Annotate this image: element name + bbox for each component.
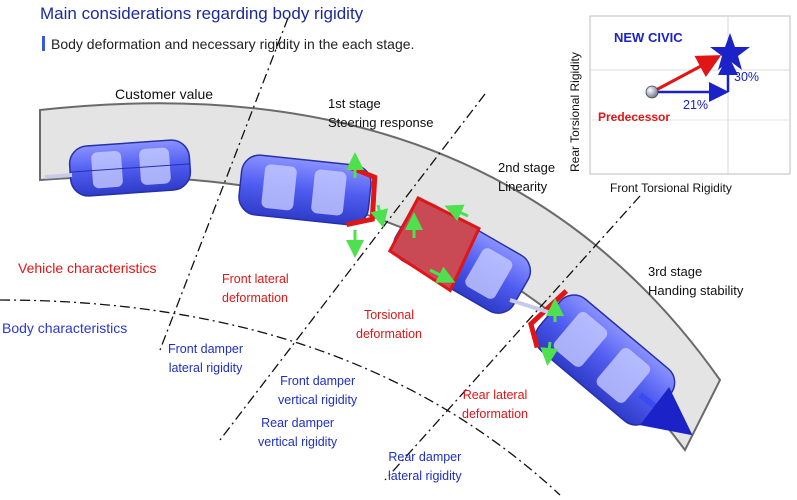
fdv-line-1: Front damper bbox=[278, 372, 357, 391]
rear-lateral-line-1: Rear lateral bbox=[462, 386, 528, 405]
stage-2-label: 2nd stage Linearity bbox=[498, 158, 555, 196]
stage-3-name: 3rd stage bbox=[648, 262, 743, 281]
subtitle-bar bbox=[42, 36, 45, 51]
stage-1-label: 1st stage Steering response bbox=[328, 94, 434, 132]
x-axis-label: Front Torsional Rigidity bbox=[610, 181, 732, 195]
stage-1-desc: Steering response bbox=[328, 113, 434, 132]
page-subtitle: Body deformation and necessary rigidity … bbox=[42, 36, 414, 52]
stage-1-name: 1st stage bbox=[328, 94, 434, 113]
rear-rigidity-increase: 30% bbox=[734, 70, 759, 84]
front-lateral-line-2: deformation bbox=[222, 289, 289, 308]
front-lateral-deformation-label: Front lateral deformation bbox=[222, 270, 289, 308]
front-damper-lateral-rigidity-label: Front damper lateral rigidity bbox=[168, 340, 243, 378]
fdl-line-2: lateral rigidity bbox=[168, 359, 243, 378]
subtitle-text: Body deformation and necessary rigidity … bbox=[51, 36, 414, 52]
rdv-line-2: vertical rigidity bbox=[258, 433, 337, 452]
fdl-line-1: Front damper bbox=[168, 340, 243, 359]
rear-lateral-deformation-label: Rear lateral deformation bbox=[462, 386, 528, 424]
stage-2-desc: Linearity bbox=[498, 177, 555, 196]
stage-3-desc: Handing stability bbox=[648, 281, 743, 300]
rear-lateral-line-2: deformation bbox=[462, 405, 528, 424]
predecessor-label: Predecessor bbox=[598, 110, 670, 124]
front-damper-vertical-rigidity-label: Front damper vertical rigidity bbox=[278, 372, 357, 410]
rdl-line-2: lateral rigidity bbox=[388, 467, 462, 486]
body-characteristics-label: Body characteristics bbox=[2, 320, 127, 336]
torsional-line-1: Torsional bbox=[356, 306, 422, 325]
torsional-deformation-label: Torsional deformation bbox=[356, 306, 422, 344]
front-rigidity-increase: 21% bbox=[683, 98, 708, 112]
rear-damper-lateral-rigidity-label: Rear damper lateral rigidity bbox=[388, 448, 462, 486]
y-axis-label: Rear Torsional Rigidity bbox=[568, 52, 582, 172]
customer-value-label: Customer value bbox=[115, 85, 213, 104]
fdv-line-2: vertical rigidity bbox=[278, 391, 357, 410]
stage-2-name: 2nd stage bbox=[498, 158, 555, 177]
new-civic-label: NEW CIVIC bbox=[614, 30, 683, 45]
rdl-line-1: Rear damper bbox=[388, 448, 462, 467]
rdv-line-1: Rear damper bbox=[258, 414, 337, 433]
stage-3-label: 3rd stage Handing stability bbox=[648, 262, 743, 300]
vehicle-characteristics-label: Vehicle characteristics bbox=[18, 260, 157, 276]
front-lateral-line-1: Front lateral bbox=[222, 270, 289, 289]
rear-damper-vertical-rigidity-label: Rear damper vertical rigidity bbox=[258, 414, 337, 452]
page-title: Main considerations regarding body rigid… bbox=[40, 4, 363, 24]
torsional-line-2: deformation bbox=[356, 325, 422, 344]
car-1 bbox=[68, 139, 191, 197]
